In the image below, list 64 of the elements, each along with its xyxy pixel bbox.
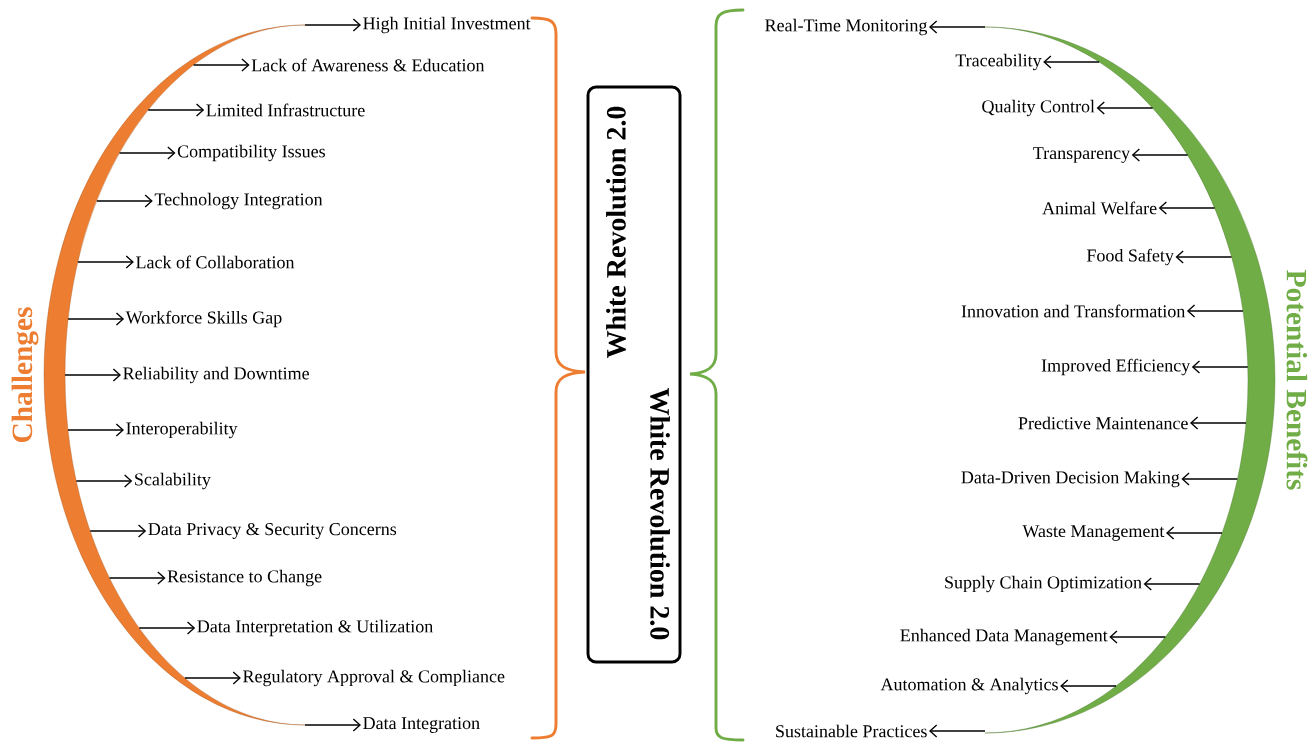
arrow: [89, 524, 147, 538]
arrow: [1109, 630, 1166, 644]
arrow: [64, 368, 121, 382]
arrow: [304, 718, 361, 732]
arrow: [1143, 577, 1201, 591]
item-label: Improved Efficiency: [1041, 358, 1191, 376]
arrow: [67, 312, 125, 326]
arrow: [118, 146, 176, 160]
vertical-title: White Revolution 2.0: [606, 106, 626, 358]
item-label: Real-Time Monitoring: [765, 18, 928, 36]
item-label: Enhanced Data Management: [900, 628, 1108, 646]
arrow: [929, 724, 986, 738]
item-label: Workforce Skills Gap: [125, 310, 282, 328]
arrow: [1190, 416, 1247, 430]
node-label: Potential Benefits: [1286, 270, 1308, 490]
item-label: Regulatory Approval & Compliance: [243, 669, 505, 687]
arrow: [304, 18, 361, 32]
arrow: [184, 671, 241, 685]
arrow: [1191, 360, 1249, 374]
item-label: Reliability and Downtime: [123, 366, 309, 384]
item-label: Interoperability: [126, 421, 238, 439]
vertical-title: White Revolution 2.0: [650, 388, 670, 640]
arrow: [108, 571, 166, 585]
item-label: Resistance to Change: [167, 569, 322, 587]
arrow: [1158, 201, 1216, 215]
arrow: [77, 255, 134, 269]
item-label: Quality Control: [982, 99, 1095, 117]
item-label: Limited Infrastructure: [206, 103, 365, 117]
item-label: Lack of Awareness & Education: [251, 58, 485, 72]
arrow: [1043, 55, 1100, 69]
item-label: Predictive Maintenance: [1018, 416, 1188, 430]
item-label: Data Privacy & Security Concerns: [148, 523, 397, 539]
arrow: [1181, 472, 1239, 486]
arrow: [1096, 101, 1154, 115]
arrow: [1131, 148, 1189, 162]
arrow: [138, 621, 196, 635]
item-label: Traceability: [955, 53, 1042, 71]
item-label: Data-Driven Decision Making: [961, 470, 1180, 488]
item-label: Food Safety: [1086, 248, 1174, 266]
arrow: [929, 20, 986, 34]
arrow: [1166, 526, 1223, 540]
item-label: Lack of Collaboration: [136, 255, 295, 269]
arrow: [1060, 679, 1117, 693]
item-label: Sustainable Practices: [776, 724, 927, 738]
arrow: [67, 423, 124, 437]
item-label: Data Interpretation & Utilization: [197, 619, 433, 637]
item-label: Transparency: [1033, 147, 1131, 163]
arrow: [147, 103, 205, 117]
item-label: Data Integration: [363, 717, 480, 733]
arrow: [1175, 250, 1233, 264]
node-label: Challenges: [11, 307, 39, 442]
item-label: Animal Welfare: [1042, 201, 1157, 215]
arrow: [75, 474, 133, 488]
item-label: Waste Management: [1022, 525, 1165, 541]
item-label: High Initial Investment: [363, 16, 531, 34]
item-label: Compatibility Issues: [177, 144, 325, 162]
arrow: [96, 194, 153, 208]
item-label: Innovation and Transformation: [961, 304, 1186, 318]
item-label: Automation & Analytics: [880, 677, 1058, 695]
item-label: Technology Integration: [154, 192, 323, 210]
arrow: [192, 58, 250, 72]
item-label: Supply Chain Optimization: [945, 575, 1142, 593]
item-label: Scalability: [135, 472, 211, 490]
arrow: [1186, 304, 1244, 318]
